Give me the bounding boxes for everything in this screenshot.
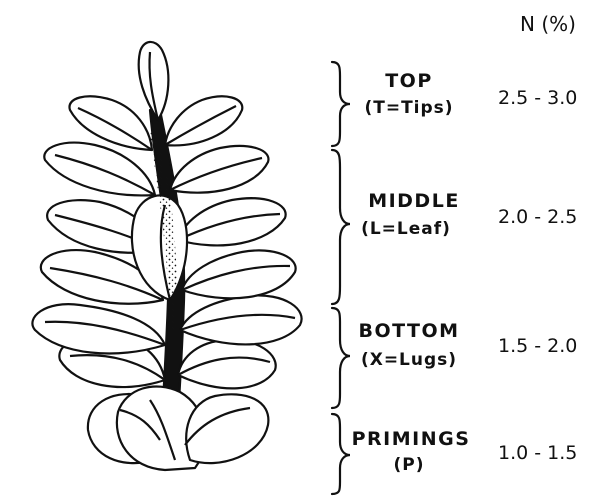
zone-top-nitrogen: 2.5 - 3.0 [498, 87, 577, 109]
zone-middle-code: (L=Leaf) [331, 219, 481, 239]
nitrogen-percent-header: N (%) [520, 12, 576, 36]
leaf-priming-right [186, 394, 268, 463]
brace-primings [332, 414, 350, 494]
tobacco-plant-illustration [32, 42, 301, 470]
leaf-lower-right [180, 295, 302, 344]
zone-middle-nitrogen: 2.0 - 2.5 [498, 206, 577, 228]
leaf-middle-right-low [182, 250, 296, 298]
leaf-lower-left [32, 304, 165, 353]
zone-primings-nitrogen: 1.0 - 1.5 [498, 442, 577, 464]
zone-top-code: (T=Tips) [334, 98, 484, 118]
leaf-top-tip [139, 42, 169, 120]
leaf-middle-right-high [178, 198, 286, 245]
zone-top-name: TOP [334, 70, 484, 92]
leaf-lug-right [178, 340, 276, 389]
zone-primings-code: (P) [334, 455, 484, 475]
zone-bottom-code: (X=Lugs) [334, 350, 484, 370]
zone-middle-name: MIDDLE [339, 190, 489, 212]
zone-bottom-nitrogen: 1.5 - 2.0 [498, 335, 577, 357]
zone-primings-name: PRIMINGS [336, 428, 486, 450]
zone-bottom-name: BOTTOM [334, 320, 484, 342]
